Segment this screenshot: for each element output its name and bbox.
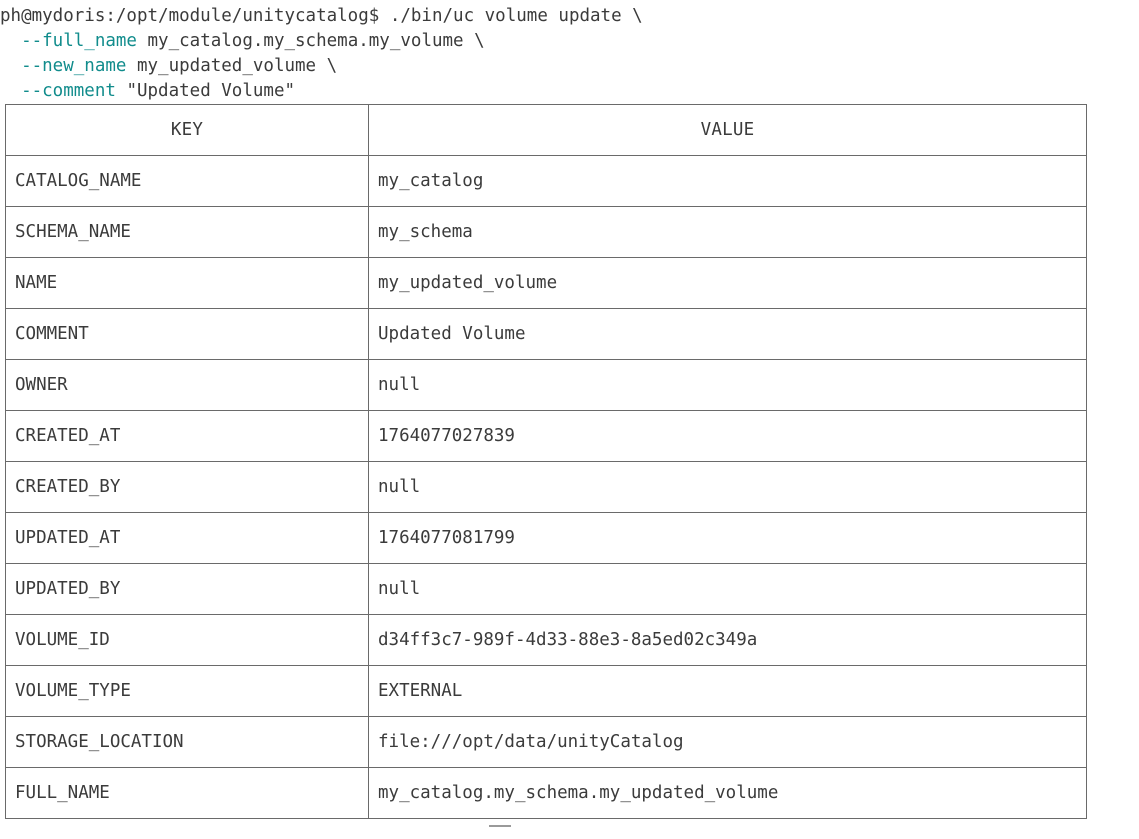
cell-value: Updated Volume [368, 308, 1087, 360]
cell-key: SCHEMA_NAME [5, 206, 369, 258]
cell-value: my_schema [368, 206, 1087, 258]
command-text: my_updated_volume \ [126, 56, 338, 76]
cell-key: UPDATED_BY [5, 563, 369, 615]
terminal-cursor [489, 825, 511, 839]
table-header-row: KEY VALUE [5, 104, 1087, 156]
cell-value: 1764077081799 [368, 512, 1087, 564]
command-flag: --comment [21, 81, 116, 101]
cell-value: file:///opt/data/unityCatalog [368, 716, 1087, 768]
cell-value: my_catalog [368, 155, 1087, 207]
cell-key: OWNER [5, 359, 369, 411]
cell-key: VOLUME_ID [5, 614, 369, 666]
table-header: KEY VALUE [5, 104, 1087, 156]
cell-key: STORAGE_LOCATION [5, 716, 369, 768]
cell-key: FULL_NAME [5, 767, 369, 819]
cell-value: null [368, 461, 1087, 513]
cell-value: 1764077027839 [368, 410, 1087, 462]
command-line-4: --comment "Updated Volume" [0, 79, 1139, 104]
command-text: "Updated Volume" [115, 81, 296, 101]
command-text [0, 81, 21, 101]
cell-value: null [368, 359, 1087, 411]
terminal-command-block: ph@mydoris:/opt/module/unitycatalog$ ./b… [0, 0, 1139, 104]
cell-key: UPDATED_AT [5, 512, 369, 564]
column-header-key: KEY [5, 104, 369, 156]
cell-value: null [368, 563, 1087, 615]
cell-key: VOLUME_TYPE [5, 665, 369, 717]
cell-key: CATALOG_NAME [5, 155, 369, 207]
command-text: ph@mydoris:/opt/module/unitycatalog$ ./b… [0, 6, 643, 26]
command-line-2: --full_name my_catalog.my_schema.my_volu… [0, 29, 1139, 54]
cell-value: my_catalog.my_schema.my_updated_volume [368, 767, 1087, 819]
cell-key: NAME [5, 257, 369, 309]
command-text [0, 31, 21, 51]
cell-value: EXTERNAL [368, 665, 1087, 717]
command-line-3: --new_name my_updated_volume \ [0, 54, 1139, 79]
column-header-value: VALUE [368, 104, 1087, 156]
cell-key: CREATED_BY [5, 461, 369, 513]
cell-key: CREATED_AT [5, 410, 369, 462]
cell-key: COMMENT [5, 308, 369, 360]
command-text: my_catalog.my_schema.my_volume \ [136, 31, 485, 51]
cell-value: d34ff3c7-989f-4d33-88e3-8a5ed02c349a [368, 614, 1087, 666]
command-line-1: ph@mydoris:/opt/module/unitycatalog$ ./b… [0, 4, 1139, 29]
command-text [0, 56, 21, 76]
command-flag: --new_name [21, 56, 127, 76]
command-flag: --full_name [21, 31, 137, 51]
cell-value: my_updated_volume [368, 257, 1087, 309]
